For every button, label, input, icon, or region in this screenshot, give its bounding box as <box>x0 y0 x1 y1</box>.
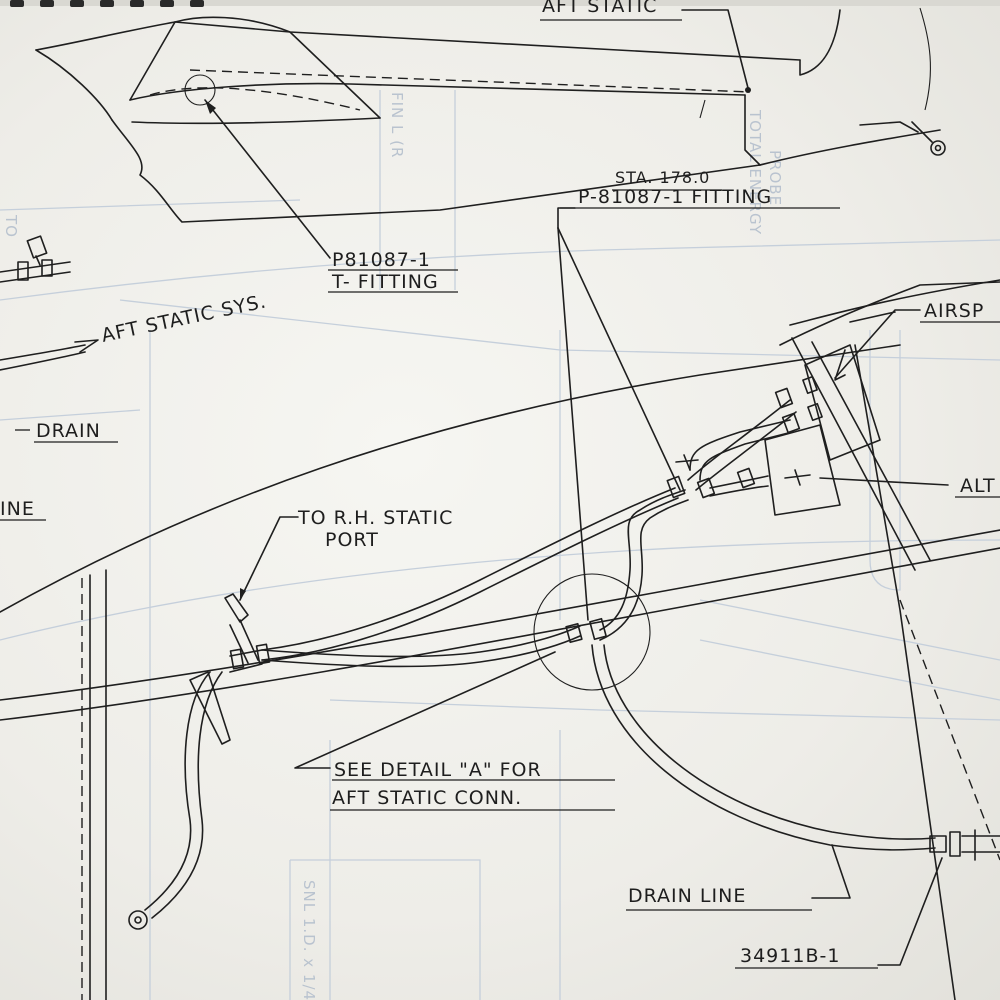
instrument-bodies <box>764 344 881 516</box>
airspeed-callout <box>834 309 1000 379</box>
t-fitting-detail-circle <box>184 74 216 106</box>
label-see-detail-2: AFT STATIC CONN. <box>332 787 522 809</box>
aft-static-sys-line <box>0 339 99 371</box>
detail-a-circle <box>533 573 651 691</box>
ghost-to-label: TO <box>2 214 20 238</box>
label-altimeter: ALT <box>960 475 996 497</box>
drain-line-callout <box>626 844 851 911</box>
ghost-fin-label: FIN L (R <box>388 92 406 158</box>
label-rh-static-2: PORT <box>325 529 379 551</box>
ghost-vertical-note: SNL 1.D. x 1/4 <box>300 880 318 1000</box>
ghost-total-energy-label: TOTAL ENERGY <box>746 109 764 235</box>
see-detail-callout <box>294 651 615 811</box>
label-t-fitting-part: P81087-1 <box>332 249 431 271</box>
label-drain-line: DRAIN LINE <box>628 885 746 907</box>
label-line-left: INE <box>0 498 35 520</box>
fitting-callout <box>557 207 840 621</box>
label-see-detail-1: SEE DETAIL "A" FOR <box>334 759 542 781</box>
aft-static-callout <box>540 9 751 93</box>
ghost-probe-label: PROBE <box>766 150 784 206</box>
fin-fairing-outline <box>35 7 946 223</box>
static-tubing <box>144 399 936 919</box>
label-airspeed: AIRSP <box>924 300 984 322</box>
t-fitting-callout <box>204 99 458 293</box>
altimeter-callout <box>819 477 1000 498</box>
label-drain-left: DRAIN <box>36 420 101 442</box>
label-station: STA. 178.0 <box>615 168 710 187</box>
label-aft-static-sys: AFT STATIC SYS. <box>99 290 268 346</box>
part-number-callout <box>735 857 943 969</box>
label-part-number: 34911B-1 <box>740 945 840 967</box>
background-blueprint-lines <box>0 90 1000 1000</box>
spiral-binding <box>0 0 1000 7</box>
label-aft-static: AFT STATIC <box>542 0 657 17</box>
left-fitting-detail <box>0 235 71 283</box>
label-rh-static-1: TO R.H. STATIC <box>297 507 453 529</box>
tube-fittings <box>128 375 1000 930</box>
rh-static-port-callout <box>239 516 299 601</box>
label-t-fitting-name: T- FITTING <box>331 271 439 293</box>
label-fitting: P-81087-1 FITTING <box>578 186 772 208</box>
